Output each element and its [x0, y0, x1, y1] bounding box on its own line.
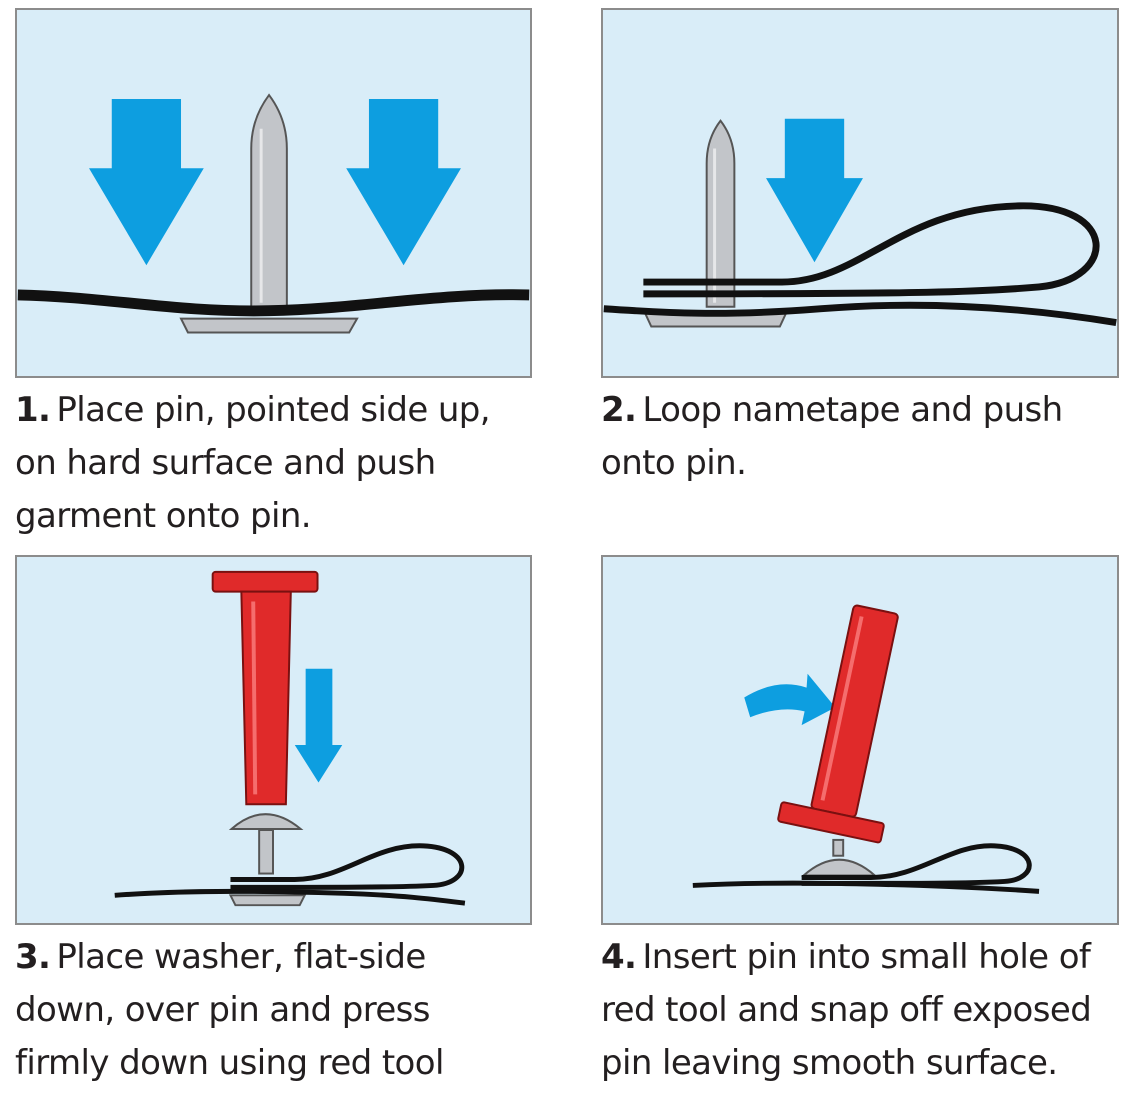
caption-line: on hard surface and push [15, 443, 436, 483]
nametape-icon [603, 202, 1117, 327]
step-4-drawing [692, 604, 1040, 894]
nametape-icon [114, 843, 466, 906]
caption-line: Place pin, pointed side up, [56, 390, 490, 430]
step-3-illustration [15, 555, 532, 925]
step-number: 4. [601, 937, 637, 977]
step-3-caption: 3.Place washer, flat-side down, over pin… [15, 931, 575, 1090]
step-4-caption: 4.Insert pin into small hole of red tool… [601, 931, 1131, 1090]
washer-icon [228, 813, 304, 875]
step-2-illustration [601, 8, 1119, 378]
step-2-drawing [603, 118, 1117, 328]
down-arrow-icon [89, 99, 204, 266]
caption-line: onto pin. [601, 443, 747, 483]
curved-arrow-icon [744, 673, 836, 726]
step-number: 1. [15, 390, 51, 430]
down-arrow-icon [294, 668, 343, 783]
caption-line: Loop nametape and push [642, 390, 1063, 430]
caption-line: down, over pin and press [15, 990, 431, 1030]
step-1-caption: 1.Place pin, pointed side up, on hard su… [15, 384, 575, 543]
pin-icon [179, 93, 359, 334]
caption-line: firmly down using red tool [15, 1043, 444, 1083]
caption-line: Insert pin into small hole of [642, 937, 1091, 977]
red-tool-icon [211, 570, 319, 806]
step-3-drawing [114, 570, 466, 907]
down-arrow-icon [346, 99, 461, 266]
pin-base [228, 894, 307, 907]
step-4-illustration [601, 555, 1119, 925]
down-arrow-icon [766, 118, 863, 263]
nametape-icon [692, 843, 1040, 894]
caption-line: red tool and snap off exposed [601, 990, 1092, 1030]
step-1-illustration [15, 8, 532, 378]
red-tool-icon [777, 604, 899, 844]
caption-line: Place washer, flat-side [56, 937, 426, 977]
caption-line: pin leaving smooth surface. [601, 1043, 1058, 1083]
caption-line: garment onto pin. [15, 496, 312, 536]
step-number: 3. [15, 937, 51, 977]
washer-icon [801, 838, 878, 877]
garment-fabric [17, 289, 530, 317]
step-2-caption: 2.Loop nametape and push onto pin. [601, 384, 1131, 490]
step-number: 2. [601, 390, 637, 430]
step-1-drawing [17, 93, 530, 334]
